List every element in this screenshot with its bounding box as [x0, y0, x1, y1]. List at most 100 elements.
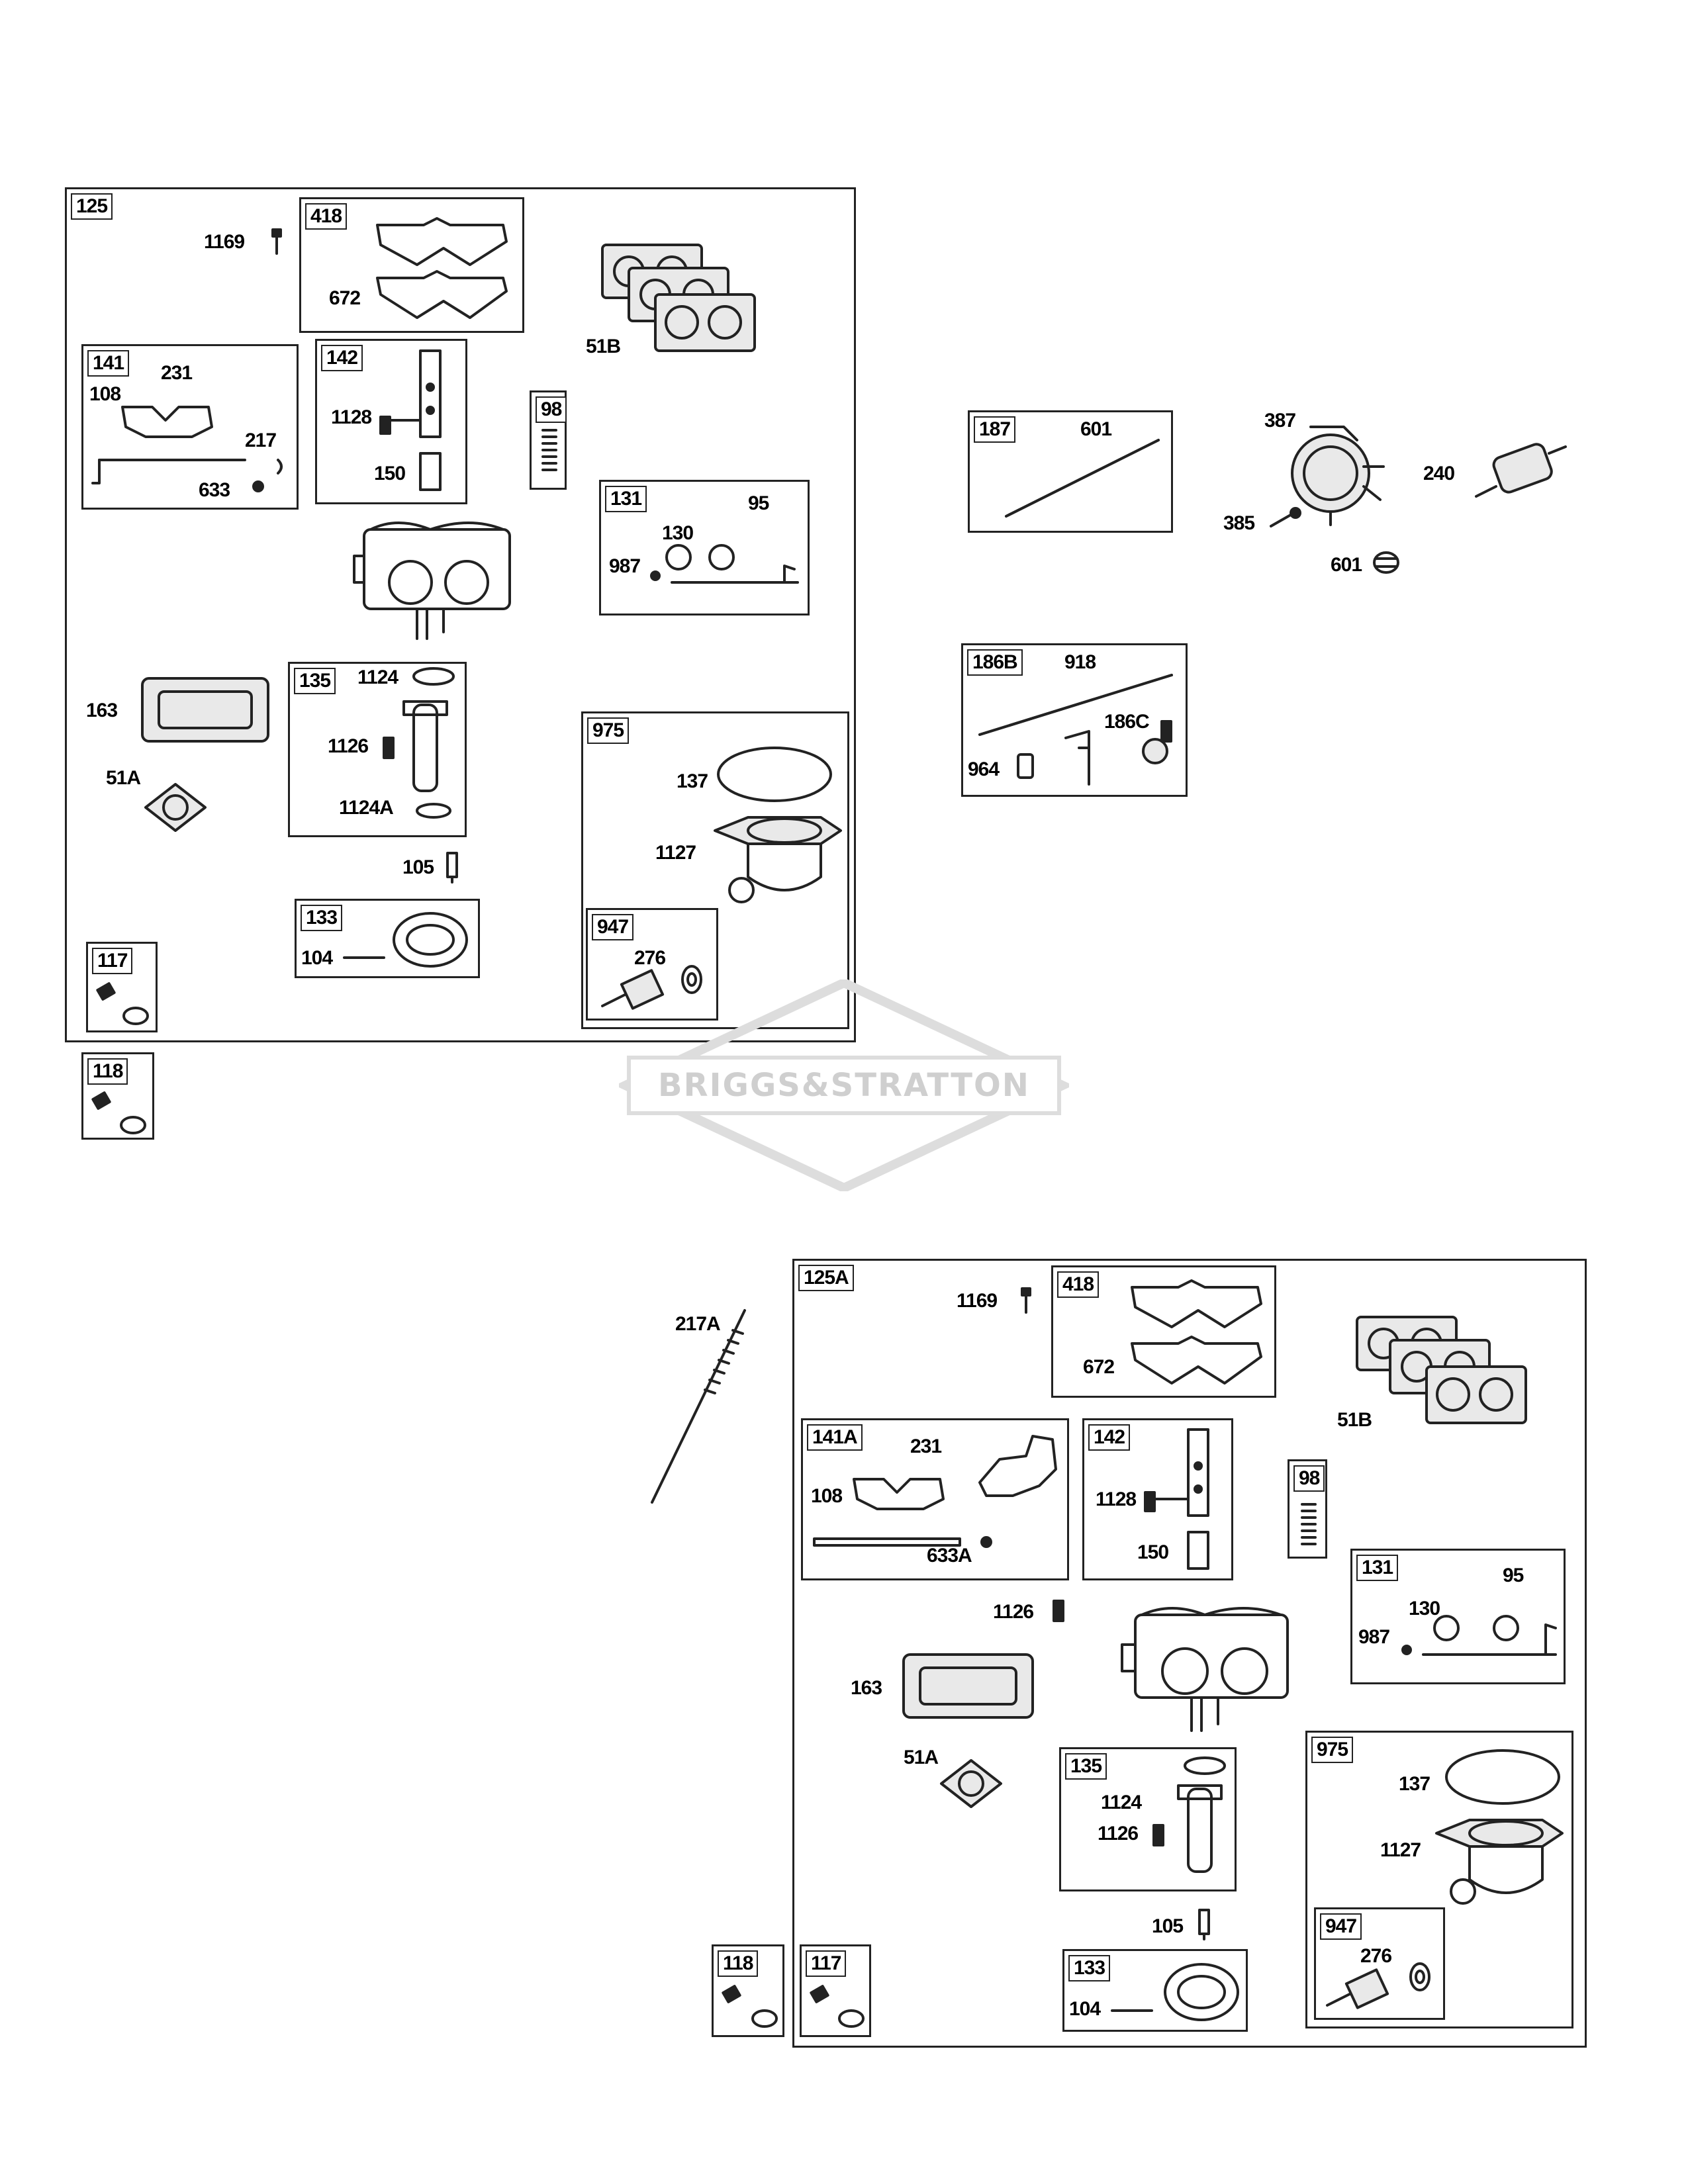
- kit-975-tag: 975: [1311, 1737, 1354, 1763]
- bracket-icon: [1144, 1428, 1209, 1570]
- intake-gasket-icon: [902, 1653, 1034, 1719]
- part-51A-label: 51A: [904, 1747, 939, 1768]
- kit-141A-box: 141A: [801, 1418, 1069, 1580]
- gasket-icon: [376, 217, 508, 319]
- hose-clamp-icon: [1373, 551, 1399, 574]
- plug-washer-icon: [722, 1985, 778, 2028]
- part-105-label: 105: [1152, 1915, 1184, 1937]
- kit-187-box: 187: [968, 410, 1173, 533]
- throttle-shaft-icon: [1401, 1615, 1557, 1656]
- carburetor-gasket-stack-icon: [601, 244, 756, 352]
- part-385-label: 385: [1223, 512, 1255, 534]
- kit-125-box: 125: [65, 187, 856, 1042]
- kit-131-tag: 131: [1356, 1555, 1399, 1581]
- fuel-pump-icon: [1291, 426, 1385, 526]
- kit-141-tag: 141: [87, 350, 130, 377]
- carburetor-body-icon: [353, 522, 511, 640]
- part-150-label: 150: [1137, 1541, 1169, 1563]
- elbow-gasket-icon: [144, 783, 207, 832]
- part-633A-label: 633A: [927, 1545, 972, 1567]
- kit-133-tag: 133: [1068, 1955, 1111, 1981]
- carburetor-gasket-stack-icon: [1356, 1316, 1527, 1424]
- screw-icon: [1021, 1287, 1031, 1314]
- part-1128-label: 1128: [1096, 1488, 1137, 1510]
- part-987-label: 987: [609, 555, 641, 577]
- throttle-shaft-icon: [650, 544, 799, 584]
- fuel-filter-icon: [1475, 443, 1567, 498]
- kit-142-box: 142: [315, 339, 467, 504]
- part-217-label: 217: [245, 430, 277, 451]
- kit-975-box: 975: [1305, 1731, 1573, 2028]
- kit-118-top-box: 118: [81, 1052, 154, 1140]
- part-672-label: 672: [1083, 1356, 1115, 1378]
- part-186C-label: 186C: [1104, 711, 1150, 733]
- part-231-label: 231: [910, 1435, 942, 1457]
- part-217A-label: 217A: [675, 1313, 721, 1335]
- plug-washer-icon: [91, 1091, 146, 1134]
- kit-117-box: 117: [800, 1944, 871, 2037]
- part-130-label: 130: [1409, 1598, 1440, 1619]
- bracket-icon: [379, 349, 442, 491]
- part-137-label: 137: [677, 770, 708, 792]
- spring-icon: [541, 429, 557, 471]
- governor-lever-icon: [813, 1435, 1057, 1548]
- part-1124A-label: 1124A: [339, 797, 394, 819]
- kit-975-box: 975: [581, 711, 849, 1029]
- part-137-label: 137: [1399, 1773, 1430, 1795]
- fuel-solenoid-icon: [1326, 1962, 1430, 2009]
- kit-118-bottom-box: 118: [712, 1944, 784, 2037]
- part-240-label: 240: [1423, 463, 1455, 484]
- kit-131-tag: 131: [605, 486, 647, 512]
- kit-418-box: 418: [1051, 1265, 1276, 1398]
- part-231-label: 231: [161, 362, 193, 384]
- kit-975-tag: 975: [587, 717, 630, 744]
- kit-133-tag: 133: [301, 905, 343, 931]
- part-1126-label: 1126: [328, 735, 369, 757]
- part-672-label: 672: [329, 287, 361, 309]
- kit-133-box: 133: [295, 899, 480, 978]
- part-163-label: 163: [86, 700, 118, 721]
- briggs-stratton-watermark: BRIGGS&STRATTON: [619, 979, 1069, 1191]
- kit-187-tag: 187: [974, 416, 1016, 443]
- part-163-label: 163: [851, 1677, 882, 1699]
- kit-141A-tag: 141A: [807, 1424, 863, 1451]
- kit-98-box: 98: [530, 390, 567, 490]
- screw-icon: [1270, 507, 1301, 527]
- kit-135-tag: 135: [294, 668, 336, 694]
- part-1169-label: 1169: [957, 1290, 998, 1312]
- kit-947-box: 947: [1314, 1907, 1445, 2020]
- kit-125A-box: 125A: [792, 1259, 1587, 2048]
- screw-icon: [271, 228, 282, 255]
- governor-spring-icon: [651, 1309, 746, 1504]
- kit-142-box: 142: [1082, 1418, 1233, 1580]
- part-276-label: 276: [1360, 1945, 1392, 1967]
- kit-418-box: 418: [299, 197, 524, 333]
- kit-418-tag: 418: [1057, 1271, 1100, 1298]
- kit-142-tag: 142: [1088, 1424, 1131, 1451]
- float-icon: [383, 667, 455, 819]
- part-387-label: 387: [1264, 410, 1296, 432]
- plug-washer-icon: [96, 982, 149, 1025]
- carburetor-body-icon: [1121, 1607, 1289, 1732]
- part-601-hose-label: 601: [1080, 418, 1112, 440]
- part-1128-label: 1128: [331, 406, 372, 428]
- kit-118-top-tag: 118: [87, 1058, 128, 1085]
- kit-135-tag: 135: [1065, 1753, 1107, 1780]
- part-601-clamp-label: 601: [1331, 554, 1362, 576]
- part-105-label: 105: [402, 856, 434, 878]
- part-1127-label: 1127: [655, 842, 696, 864]
- part-1126-label: 1126: [993, 1601, 1034, 1623]
- part-964-label: 964: [968, 758, 1000, 780]
- kit-117-tag: 117: [92, 948, 133, 974]
- fuel-hose-icon: [1005, 439, 1160, 518]
- part-95-label: 95: [748, 492, 769, 514]
- vent-hose-assembly-icon: [978, 674, 1173, 786]
- part-1124-label: 1124: [1101, 1792, 1142, 1813]
- float-bowl-icon: [1435, 1749, 1564, 1905]
- elbow-gasket-icon: [940, 1759, 1002, 1808]
- kit-186B-tag: 186B: [967, 649, 1023, 676]
- part-130-label: 130: [662, 522, 694, 544]
- kit-98-tag: 98: [536, 396, 567, 423]
- spring-icon: [1301, 1503, 1317, 1545]
- part-918-label: 918: [1064, 651, 1096, 673]
